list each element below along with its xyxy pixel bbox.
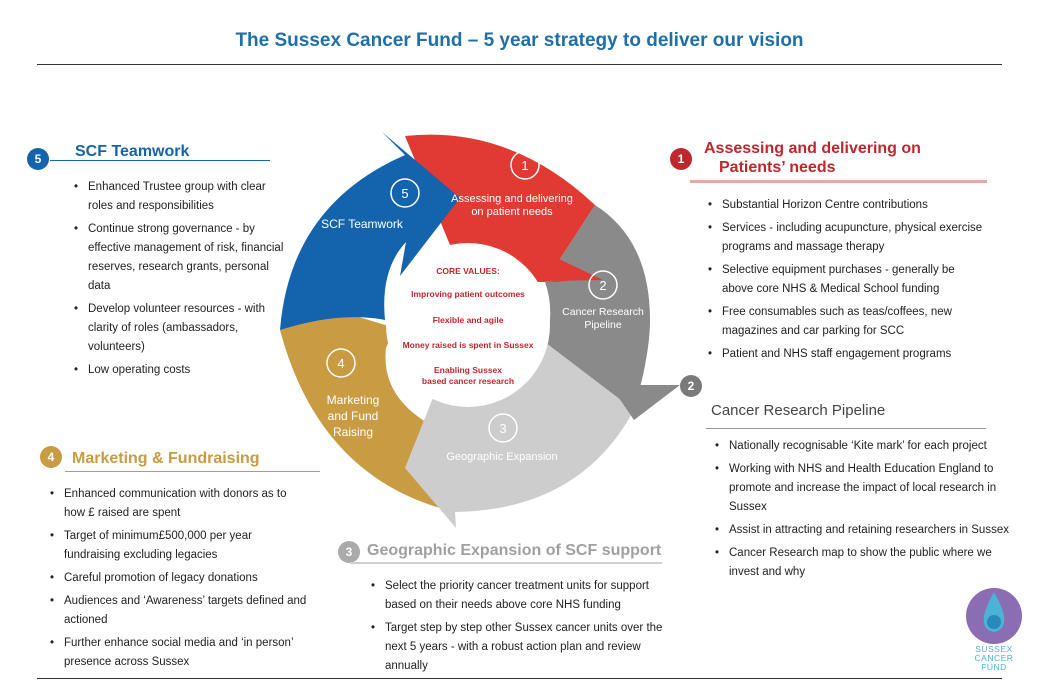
segment-label-geographic: Geographic Expansion [446, 451, 557, 463]
seg-label-1-line: Assessing and delivering [451, 193, 573, 205]
segment-badge-3: 3 [488, 413, 518, 443]
segment-badge-4: 4 [326, 348, 356, 378]
segment-assessing [405, 134, 595, 282]
section-3-list: Select the priority cancer treatment uni… [367, 577, 672, 680]
logo-drop-icon [966, 588, 1022, 644]
section-4-item: Audiences and ‘Awareness’ targets define… [46, 592, 308, 630]
seg-label-4-line: Raising [333, 425, 373, 439]
core-4-line: based cancer research [422, 376, 514, 386]
section-4-item: Careful promotion of legacy donations [46, 569, 308, 588]
core-value-2: Flexible and agile [433, 315, 504, 325]
section-5-item: Enhanced Trustee group with clear roles … [70, 178, 285, 216]
section-1-item: Selective equipment purchases - generall… [704, 261, 984, 299]
seg-label-5-line: SCF Teamwork [321, 217, 404, 231]
svg-text:2: 2 [599, 278, 606, 293]
segment-teamwork [280, 132, 460, 330]
section-1-item: Services - including acupuncture, physic… [704, 219, 984, 257]
section-4-item: Further enhance social media and ‘in per… [46, 634, 308, 672]
logo-line-1: SUSSEX [975, 644, 1013, 654]
segment-badge-5: 5 [390, 178, 420, 208]
section-1-title: Assessing and delivering on Patients’ ne… [704, 139, 921, 177]
core-value-1: Improving patient outcomes [411, 289, 525, 299]
seg-label-4-line: Marketing [327, 393, 380, 407]
seg-label-2-line: Cancer Research [562, 306, 644, 318]
section-1-list: Substantial Horizon Centre contributions… [704, 196, 984, 368]
section-2-title: Cancer Research Pipeline [711, 402, 886, 419]
section-1-title-line-1: Assessing and delivering on [704, 140, 921, 157]
section-1-number: 1 [670, 148, 692, 170]
section-3-rule [350, 562, 662, 564]
segment-research [545, 205, 650, 410]
section-3-title: Geographic Expansion of SCF support [367, 542, 662, 559]
section-2-list: Nationally recognisable ‘Kite mark’ for … [711, 437, 1011, 586]
section-2-item: Assist in attracting and retaining resea… [711, 521, 1011, 540]
section-3-number: 3 [338, 541, 360, 563]
sussex-cancer-fund-logo: SUSSEX CANCER FUND [962, 586, 1026, 676]
section-4-title: Marketing & Fundraising [72, 450, 260, 467]
seg-label-3-line: Geographic Expansion [446, 451, 557, 463]
logo-line-3: FUND [981, 662, 1007, 672]
section-3-item: Select the priority cancer treatment uni… [367, 577, 672, 615]
title-rule [37, 64, 1002, 65]
section-1-item: Substantial Horizon Centre contributions [704, 196, 984, 215]
section-5-item: Low operating costs [70, 361, 285, 380]
core-value-3: Money raised is spent in Sussex [403, 340, 534, 350]
section-3-item: Target step by step other Sussex cancer … [367, 619, 672, 676]
core-4-line: Enabling Sussex [434, 365, 502, 375]
section-2-number: 2 [680, 375, 702, 397]
section-5-title: SCF Teamwork [75, 143, 190, 160]
seg-label-2-line: Pipeline [584, 319, 622, 331]
section-5-item: Develop volunteer resources - with clari… [70, 300, 285, 357]
section-5-rule [50, 160, 270, 161]
section-1-title-line-2: Patients’ needs [719, 159, 836, 176]
section-5-list: Enhanced Trustee group with clear roles … [70, 178, 285, 384]
logo-line-2: CANCER [974, 653, 1014, 663]
svg-text:5: 5 [401, 186, 408, 201]
page-title: The Sussex Cancer Fund – 5 year strategy… [235, 30, 804, 51]
section-4-number: 4 [40, 446, 62, 468]
bottom-rule [37, 678, 1002, 679]
segment-badge-1: 1 [510, 150, 540, 180]
section-1-rule [690, 180, 987, 183]
core-values-heading: CORE VALUES: [436, 266, 500, 276]
svg-text:1: 1 [521, 158, 528, 173]
section-4-list: Enhanced communication with donors as to… [46, 485, 308, 676]
svg-text:4: 4 [337, 356, 344, 371]
section-5-number: 5 [27, 148, 49, 170]
core-3-line: Money raised is spent in Sussex [403, 340, 534, 350]
segment-badge-2: 2 [588, 270, 618, 300]
section-4-item: Target of minimum£500,000 per year fundr… [46, 527, 308, 565]
section-2-item: Cancer Research map to show the public w… [711, 544, 1011, 582]
core-1-line: Improving patient outcomes [411, 289, 525, 299]
svg-text:3: 3 [499, 421, 506, 436]
seg-label-4-line: and Fund [328, 409, 379, 423]
section-4-rule [65, 471, 320, 472]
section-4-item: Enhanced communication with donors as to… [46, 485, 308, 523]
section-1-item: Free consumables such as teas/coffees, n… [704, 303, 984, 341]
section-2-item: Nationally recognisable ‘Kite mark’ for … [711, 437, 1011, 456]
section-2-item: Working with NHS and Health Education En… [711, 460, 1011, 517]
segment-research-arrowhead [610, 385, 680, 420]
seg-label-1-line: on patient needs [471, 206, 553, 218]
core-values-circle [386, 243, 550, 407]
section-1-item: Patient and NHS staff engagement program… [704, 345, 984, 364]
logo-text: SUSSEX CANCER FUND [962, 645, 1026, 672]
section-2-rule [706, 428, 986, 429]
segment-geographic [405, 343, 634, 528]
core-2-line: Flexible and agile [433, 315, 504, 325]
section-5-item: Continue strong governance - by effectiv… [70, 220, 285, 296]
segment-label-teamwork: SCF Teamwork [321, 217, 404, 231]
